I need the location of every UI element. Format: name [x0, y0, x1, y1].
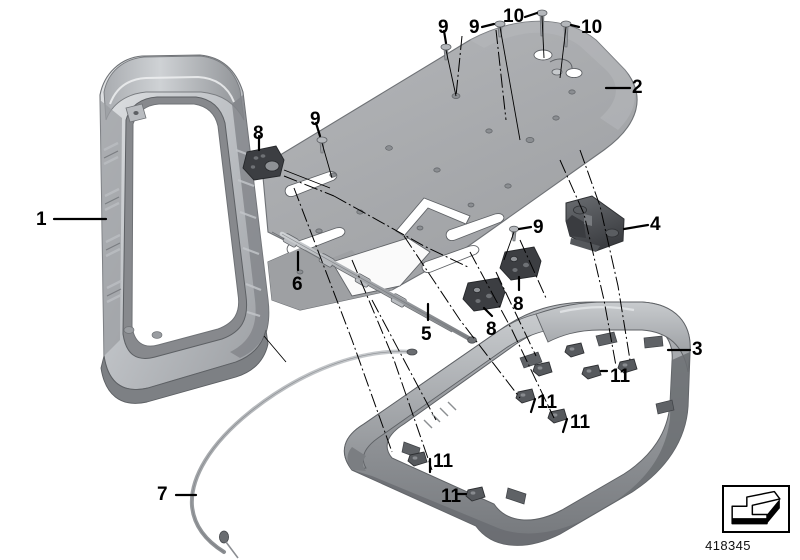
- callout-5: 5: [421, 324, 432, 345]
- callout-leaders: [52, 11, 692, 497]
- callout-10-a: 10: [503, 6, 525, 27]
- part-11-retaining-clips: [407, 342, 638, 502]
- callout-11-d: 11: [570, 412, 591, 433]
- callout-11-a: 11: [433, 451, 454, 472]
- callout-8-c: 8: [486, 319, 497, 340]
- callout-8-b: 8: [513, 294, 524, 315]
- callout-6: 6: [292, 274, 303, 295]
- callout-1: 1: [36, 209, 47, 230]
- callout-8-a: 8: [253, 123, 264, 144]
- callout-9-c: 9: [469, 17, 480, 38]
- callout-9-d: 9: [533, 217, 544, 238]
- part-1-trunk-lid-frame: [99, 54, 270, 404]
- callout-4: 4: [650, 214, 661, 235]
- callout-3: 3: [692, 339, 703, 360]
- part-3-lower-trim-molding: [343, 301, 691, 546]
- part-2-mounting-base-plate: [261, 20, 638, 311]
- part-8-rubber-mount-pad: [242, 145, 542, 312]
- phantom-lines: [263, 15, 567, 363]
- screw-9-d: [508, 225, 519, 242]
- callout-2: 2: [632, 77, 643, 98]
- orientation-icon-box: [722, 485, 790, 533]
- callout-11-e: 11: [610, 366, 631, 387]
- direction-arrow-icon: [731, 490, 781, 525]
- part-5-support-rod: [279, 231, 477, 344]
- part-7-bowden-release-cable: [189, 348, 418, 559]
- screw-9-c: [316, 136, 328, 154]
- parts-9-10-screws: [316, 9, 572, 242]
- callout-11-b: 11: [441, 486, 462, 507]
- part-4-latch-bracket: [565, 195, 625, 252]
- callout-7: 7: [157, 484, 168, 505]
- assembly-axis-lines: [283, 29, 631, 471]
- diagram-id-number: 418345: [705, 538, 751, 553]
- callout-10-b: 10: [581, 17, 603, 38]
- callout-9-b: 9: [438, 17, 449, 38]
- callout-9-a: 9: [310, 109, 321, 130]
- callout-11-c: 11: [537, 392, 558, 413]
